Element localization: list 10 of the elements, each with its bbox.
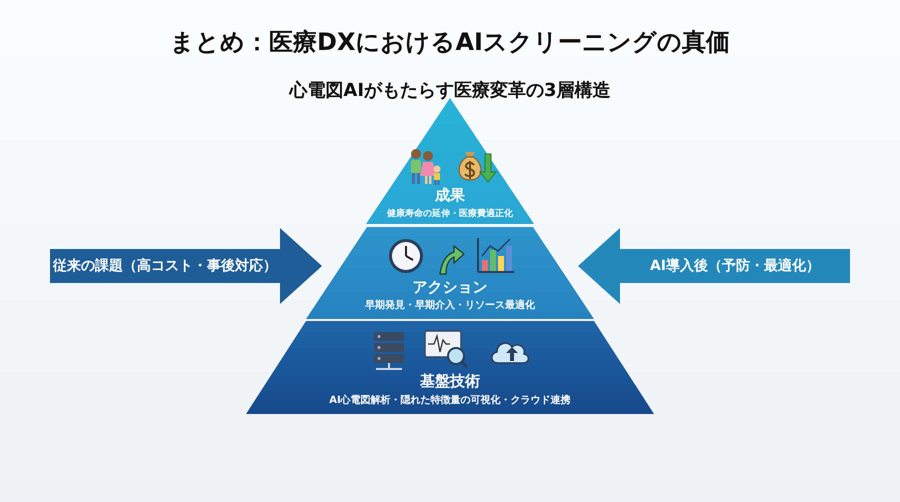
arrow-label: 従来の課題（高コスト・事後対応）	[52, 257, 278, 275]
tier-heading: 基盤技術	[419, 372, 481, 391]
arrow-label: AI導入後（予防・最適化）	[648, 257, 822, 275]
subtitle: 心電図AIがもたらす医療変革の3層構造	[288, 79, 612, 102]
title: まとめ：医療DXにおけるAIスクリーニングの真価	[169, 27, 731, 58]
tier-heading: アクション	[412, 278, 488, 297]
tier-heading: 成果	[434, 186, 466, 205]
tier-description: 健康寿命の延伸・医療費適正化	[386, 207, 514, 220]
tier-description: 早期発見・早期介入・リソース最適化	[364, 298, 536, 312]
tier-description: AI心電図解析・隠れた特徴量の可視化・クラウド連携	[328, 393, 572, 407]
